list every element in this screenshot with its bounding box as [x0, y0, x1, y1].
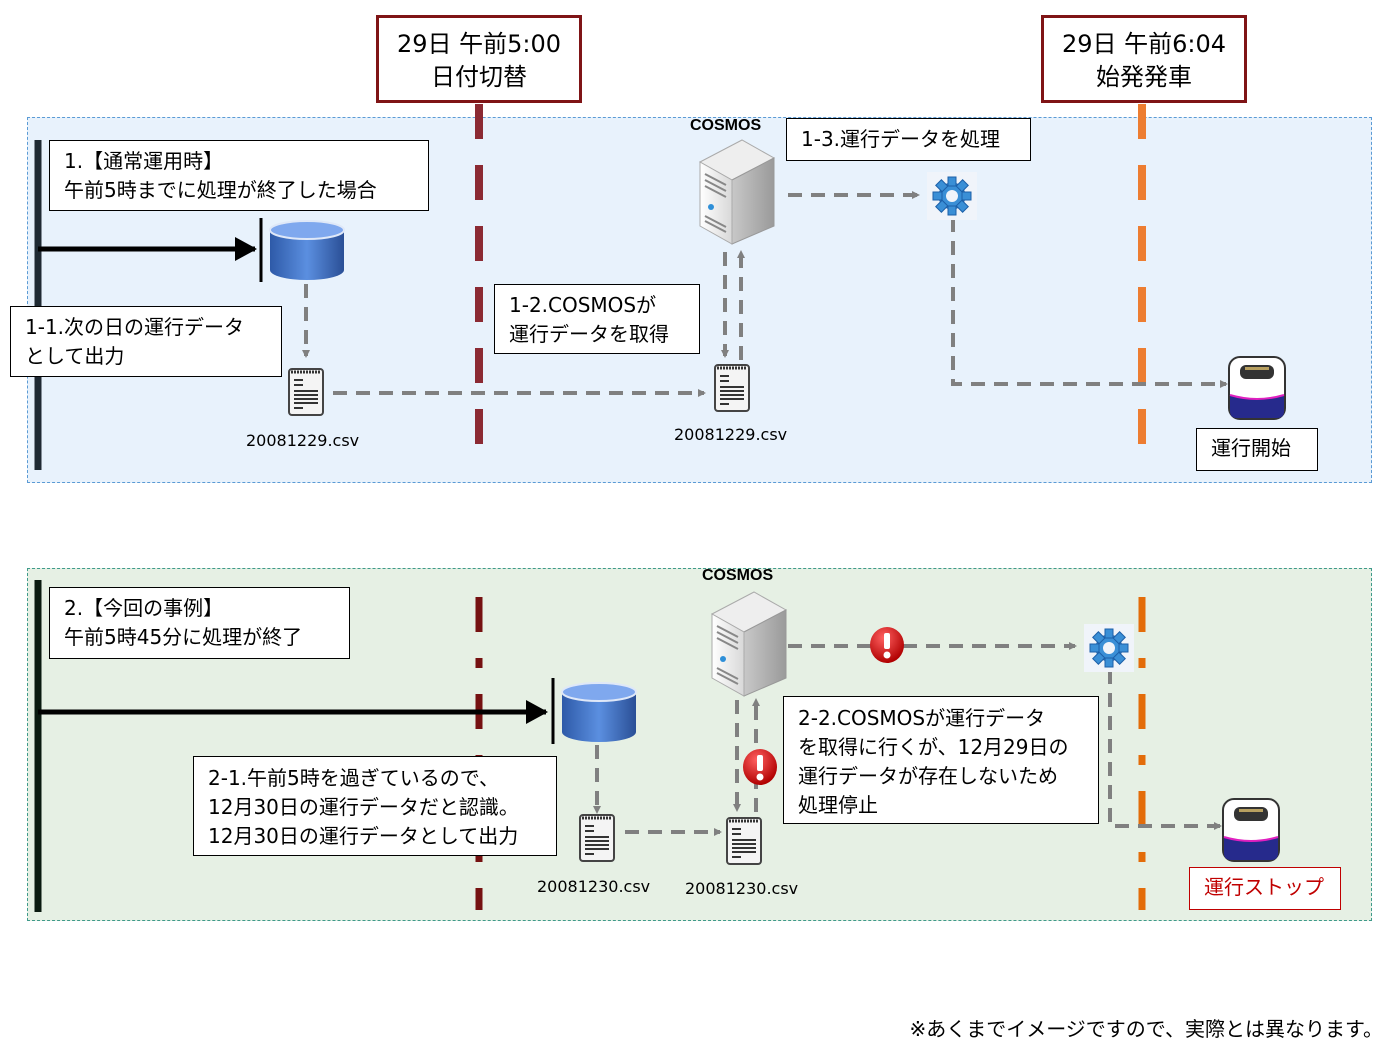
csv-file-icon [288, 368, 324, 416]
step-2-1-note: 2-1.午前5時を過ぎているので、 12月30日の運行データだと認識。 12月3… [193, 756, 557, 856]
result-normal-text: 運行開始 [1211, 436, 1291, 460]
result-case-text: 運行ストップ [1204, 875, 1324, 899]
milestone-date-switch-time: 29日 午前5:00 [396, 30, 562, 58]
server-icon [710, 591, 788, 697]
scenario-case-title-line2: 午前5時45分に処理が終了 [64, 625, 303, 649]
result-normal: 運行開始 [1196, 428, 1318, 471]
milestone-date-switch: 29日 午前5:00 日付切替 [376, 15, 582, 103]
milestone-first-train-event: 始発発車 [1096, 63, 1192, 91]
milestone-first-train: 29日 午前6:04 始発発車 [1041, 15, 1247, 103]
scenario-case-title: 2.【今回の事例】 午前5時45分に処理が終了 [49, 587, 350, 659]
scenario-normal-title: 1.【通常運用時】 午前5時までに処理が終了した場合 [49, 140, 429, 211]
step-1-2-line1: 1-2.COSMOSが [509, 293, 657, 317]
milestone-date-switch-event: 日付切替 [431, 63, 527, 91]
server-label-normal: COSMOS [690, 117, 762, 134]
scenario-case-title-line1: 2.【今回の事例】 [64, 596, 224, 620]
error-icon [870, 627, 904, 663]
step-2-1-line3: 12月30日の運行データとして出力 [208, 824, 519, 848]
step-1-1-note: 1-1.次の日の運行データ として出力 [10, 306, 282, 377]
file-name-source-case: 20081230.csv [537, 877, 651, 896]
step-2-2-line4: 処理停止 [798, 793, 878, 817]
gear-icon [927, 172, 977, 220]
step-1-3-note: 1-3.運行データを処理 [786, 118, 1031, 161]
train-icon [1222, 798, 1280, 862]
step-2-2-note: 2-2.COSMOSが運行データ を取得に行くが、12月29日の 運行データが存… [783, 696, 1099, 824]
server-label-case: COSMOS [702, 567, 774, 584]
gear-icon [1084, 624, 1134, 672]
step-2-2-line2: を取得に行くが、12月29日の [798, 735, 1069, 759]
step-1-3-text: 1-3.運行データを処理 [801, 127, 1001, 151]
arrow-process-to-train-normal [951, 218, 1228, 388]
step-1-2-note: 1-2.COSMOSが 運行データを取得 [494, 284, 700, 354]
csv-file-icon [579, 814, 615, 862]
csv-file-icon [714, 364, 750, 412]
csv-file-icon [726, 817, 762, 865]
step-1-1-line2: として出力 [25, 344, 125, 368]
footer-disclaimer: ※あくまでイメージですので、実際とは異なります。 [909, 1017, 1383, 1041]
milestone-first-train-time: 29日 午前6:04 [1061, 30, 1227, 58]
database-icon [269, 220, 345, 280]
step-2-2-line3: 運行データが存在しないため [798, 764, 1058, 788]
scenario-normal-title-line2: 午前5時までに処理が終了した場合 [64, 178, 377, 202]
database-icon [561, 682, 637, 742]
file-name-cosmos-case: 20081230.csv [685, 879, 799, 898]
step-2-1-line1: 2-1.午前5時を過ぎているので、 [208, 766, 499, 790]
file-name-cosmos-normal: 20081229.csv [674, 425, 788, 444]
file-name-source-normal: 20081229.csv [246, 431, 360, 450]
arrow-process-to-train-case [1108, 670, 1222, 830]
train-icon [1228, 356, 1286, 420]
step-1-1-line1: 1-1.次の日の運行データ [25, 315, 245, 339]
step-2-2-line1: 2-2.COSMOSが運行データ [798, 706, 1046, 730]
step-1-2-line2: 運行データを取得 [509, 322, 669, 346]
step-2-1-line2: 12月30日の運行データだと認識。 [208, 795, 519, 819]
error-icon [743, 749, 777, 785]
scenario-normal-title-line1: 1.【通常運用時】 [64, 149, 224, 173]
result-case: 運行ストップ [1189, 867, 1341, 910]
server-icon [698, 139, 776, 245]
